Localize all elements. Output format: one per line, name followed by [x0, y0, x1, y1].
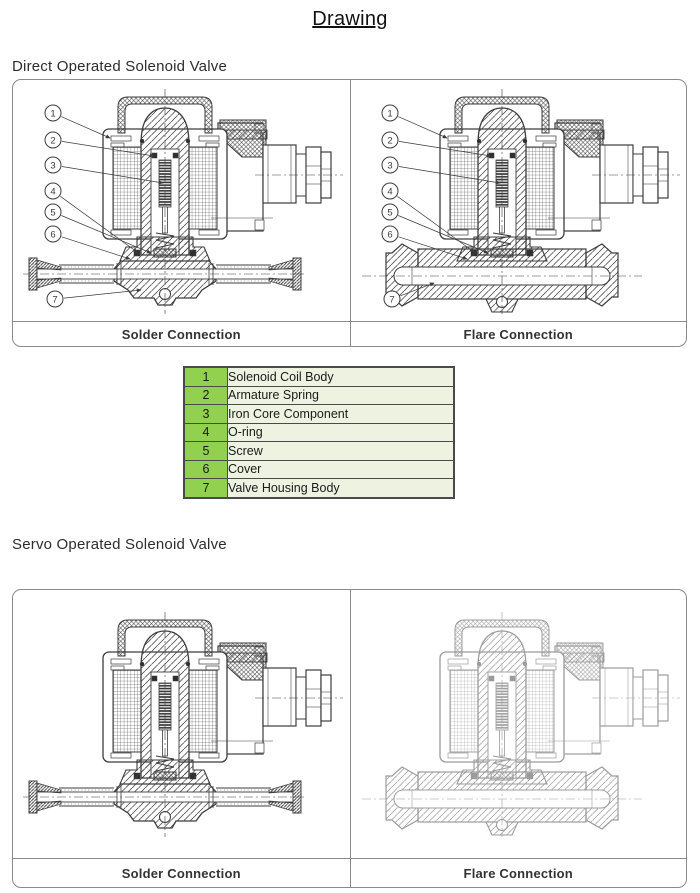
callout-6: 6 [44, 225, 131, 260]
part-name-cell: Iron Core Component [227, 404, 455, 424]
svg-text:1: 1 [388, 108, 393, 119]
callout-5: 5 [44, 203, 152, 254]
svg-text:2: 2 [388, 135, 393, 146]
callout-5: 5 [381, 203, 489, 254]
direct-solder-drawing: 1 2 3 4 5 6 7 [13, 80, 350, 321]
part-number-cell: 6 [183, 459, 228, 479]
svg-text:3: 3 [51, 160, 56, 171]
part-number-cell: 7 [183, 478, 228, 498]
svg-text:6: 6 [388, 229, 393, 240]
svg-text:4: 4 [388, 186, 393, 197]
callout-2: 2 [381, 131, 492, 158]
part-number-cell: 4 [183, 422, 228, 442]
caption-direct-solder: Solder Connection [121, 327, 241, 342]
servo-solder-drawing [13, 590, 350, 858]
part-number-cell: 5 [183, 441, 228, 461]
svg-text:5: 5 [51, 207, 56, 218]
part-name-cell: O-ring [227, 422, 455, 442]
drawing-box-servo: Solder Connection Flare Connection [12, 589, 687, 888]
part-number-cell: 2 [183, 385, 228, 405]
part-name-cell: Armature Spring [227, 385, 455, 405]
svg-text:7: 7 [390, 294, 395, 305]
svg-text:5: 5 [388, 207, 393, 218]
part-name-cell: Screw [227, 441, 455, 461]
callout-3: 3 [44, 156, 164, 185]
part-number-cell: 3 [183, 404, 228, 424]
callout-1: 1 [381, 104, 448, 139]
caption-servo-flare: Flare Connection [349, 859, 687, 887]
section-heading-servo-operated: Servo Operated Solenoid Valve [12, 536, 227, 553]
svg-text:1: 1 [51, 108, 56, 119]
callout-4: 4 [381, 182, 475, 253]
part-name-cell: Solenoid Coil Body [227, 366, 455, 387]
caption-direct-flare: Flare Connection [349, 322, 687, 346]
svg-text:3: 3 [388, 160, 393, 171]
callout-4: 4 [44, 182, 138, 253]
caption-servo-solder: Solder Connection [121, 866, 241, 881]
callout-7: 7 [383, 282, 435, 308]
part-name-cell: Valve Housing Body [227, 478, 455, 498]
direct-flare-drawing: 1 2 3 4 5 6 7 [349, 80, 687, 321]
drawing-box-direct: 1 2 3 4 5 6 7 1 2 3 4 5 6 7 Solder Connection Flare … [12, 79, 687, 347]
callout-1: 1 [44, 104, 111, 139]
callout-7: 7 [46, 288, 142, 308]
servo-flare-drawing [349, 590, 687, 858]
svg-text:7: 7 [53, 294, 58, 305]
svg-text:6: 6 [51, 229, 56, 240]
svg-text:4: 4 [51, 186, 56, 197]
part-number-cell: 1 [183, 366, 228, 387]
section-heading-direct-operated: Direct Operated Solenoid Valve [12, 58, 228, 75]
svg-text:2: 2 [51, 135, 56, 146]
callout-6: 6 [381, 225, 468, 260]
part-name-cell: Cover [227, 459, 455, 479]
callout-2: 2 [44, 131, 155, 158]
page-title: Drawing [312, 8, 388, 30]
callout-3: 3 [381, 156, 501, 185]
